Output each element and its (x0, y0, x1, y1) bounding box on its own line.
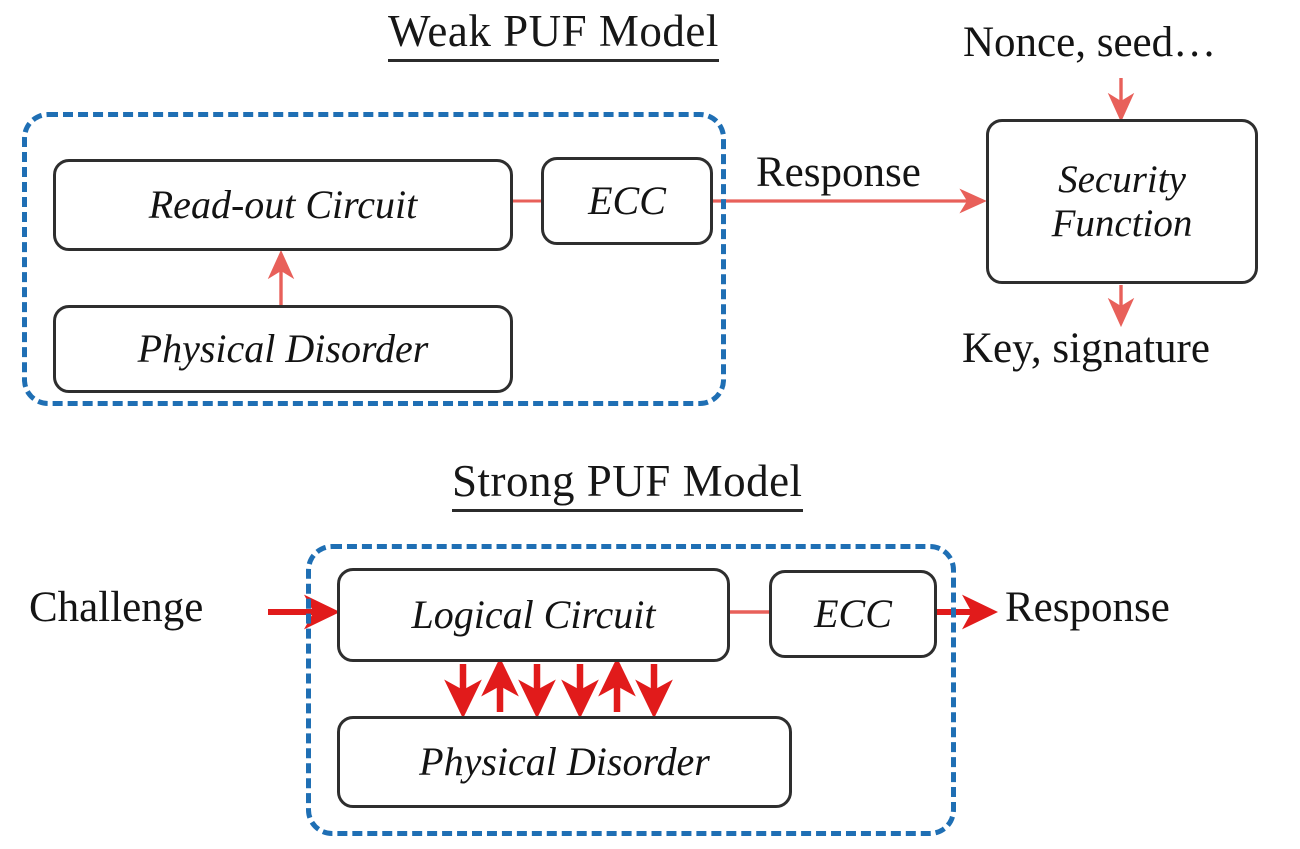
block-security-function[interactable]: Security Function (986, 119, 1258, 284)
block-ecc-strong[interactable]: ECC (769, 570, 937, 658)
block-logical-circuit[interactable]: Logical Circuit (337, 568, 730, 662)
block-ecc-weak[interactable]: ECC (541, 157, 713, 245)
label-challenge: Challenge (29, 584, 204, 631)
block-readout-circuit[interactable]: Read-out Circuit (53, 159, 513, 251)
strong-puf-boundary (306, 544, 956, 836)
strong-puf-title: Strong PUF Model (452, 457, 803, 513)
block-physical-disorder-weak[interactable]: Physical Disorder (53, 305, 513, 393)
block-physical-disorder-strong[interactable]: Physical Disorder (337, 716, 792, 808)
weak-puf-boundary (22, 112, 726, 406)
label-response-weak: Response (756, 149, 921, 196)
label-response-strong: Response (1005, 584, 1170, 631)
label-key-signature: Key, signature (962, 325, 1210, 372)
label-nonce-seed: Nonce, seed… (963, 19, 1217, 66)
weak-puf-title: Weak PUF Model (388, 7, 719, 63)
